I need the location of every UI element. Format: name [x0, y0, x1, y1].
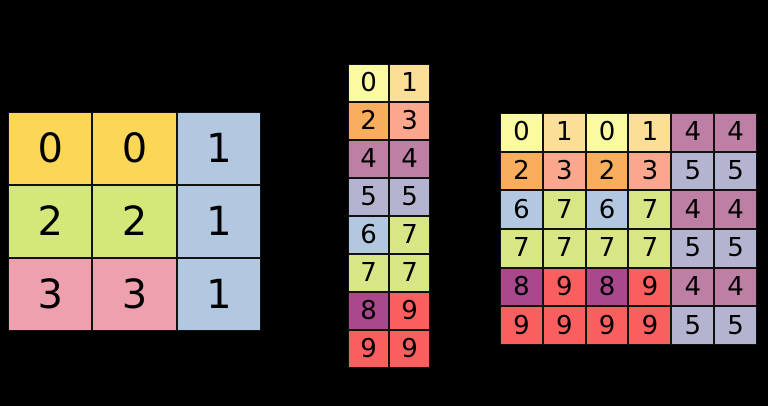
matrix-cell: 3 [8, 258, 93, 331]
matrix-cell: 0 [8, 112, 93, 185]
matrix-cell: 6 [348, 216, 389, 254]
matrix-cell: 5 [714, 306, 757, 345]
matrix-cell: 1 [176, 112, 261, 185]
matrix-cell: 3 [389, 102, 430, 140]
matrix-cell: 8 [348, 292, 389, 330]
matrix-cell: 4 [714, 113, 757, 152]
matrix-cell: 2 [92, 185, 177, 258]
matrix-cell: 9 [348, 330, 389, 368]
matrix-cell: 5 [671, 229, 715, 268]
matrix-cell: 0 [348, 64, 389, 102]
matrix-cell: 3 [92, 258, 177, 331]
matrix-cell: 4 [714, 267, 757, 307]
matrix-cell: 1 [628, 113, 672, 152]
matrix-cell: 3 [628, 151, 672, 191]
matrix-cell: 1 [176, 258, 261, 331]
matrix-cell: 2 [500, 151, 543, 191]
matrix-cell: 0 [585, 113, 629, 152]
matrix-cell: 4 [348, 140, 389, 178]
matrix-cell: 7 [628, 229, 672, 268]
matrix-cell: 5 [671, 151, 715, 191]
matrix-cell: 7 [500, 229, 543, 268]
matrix-cell: 4 [671, 113, 715, 152]
matrix-cell: 5 [389, 178, 430, 216]
matrix-cell: 7 [389, 254, 430, 292]
matrix-cell: 6 [585, 190, 629, 229]
matrix-cell: 5 [714, 151, 757, 191]
matrix-cell: 5 [671, 306, 715, 345]
matrix-cell: 7 [389, 216, 430, 254]
matrix-cell: 7 [542, 229, 586, 268]
matrix-cell: 4 [671, 267, 715, 307]
matrix-cell: 6 [500, 190, 543, 229]
matrix-cell: 1 [176, 185, 261, 258]
matrix-cell: 7 [585, 229, 629, 268]
matrix-cell: 9 [542, 306, 586, 345]
matrix-cell: 7 [628, 190, 672, 229]
matrix-cell: 4 [714, 190, 757, 229]
matrix-cell: 9 [628, 267, 672, 307]
matrix-cell: 7 [542, 190, 586, 229]
matrix-cell: 1 [542, 113, 586, 152]
matrix-cell: 7 [348, 254, 389, 292]
matrix-cell: 4 [389, 140, 430, 178]
matrix-cell: 9 [542, 267, 586, 307]
matrix-cell: 3 [542, 151, 586, 191]
matrix-cell: 9 [389, 292, 430, 330]
matrix-cell: 0 [92, 112, 177, 185]
matrix-cell: 2 [585, 151, 629, 191]
matrix-cell: 9 [585, 306, 629, 345]
matrix-cell: 9 [389, 330, 430, 368]
matrix-cell: 9 [500, 306, 543, 345]
matrix-cell: 8 [585, 267, 629, 307]
matrix-cell: 5 [348, 178, 389, 216]
matrix-cell: 1 [389, 64, 430, 102]
matrix-cell: 2 [348, 102, 389, 140]
matrix-cell: 2 [8, 185, 93, 258]
matrix-cell: 8 [500, 267, 543, 307]
matrix-cell: 9 [628, 306, 672, 345]
matrix-cell: 0 [500, 113, 543, 152]
matrix-cell: 5 [714, 229, 757, 268]
matrix-cell: 4 [671, 190, 715, 229]
